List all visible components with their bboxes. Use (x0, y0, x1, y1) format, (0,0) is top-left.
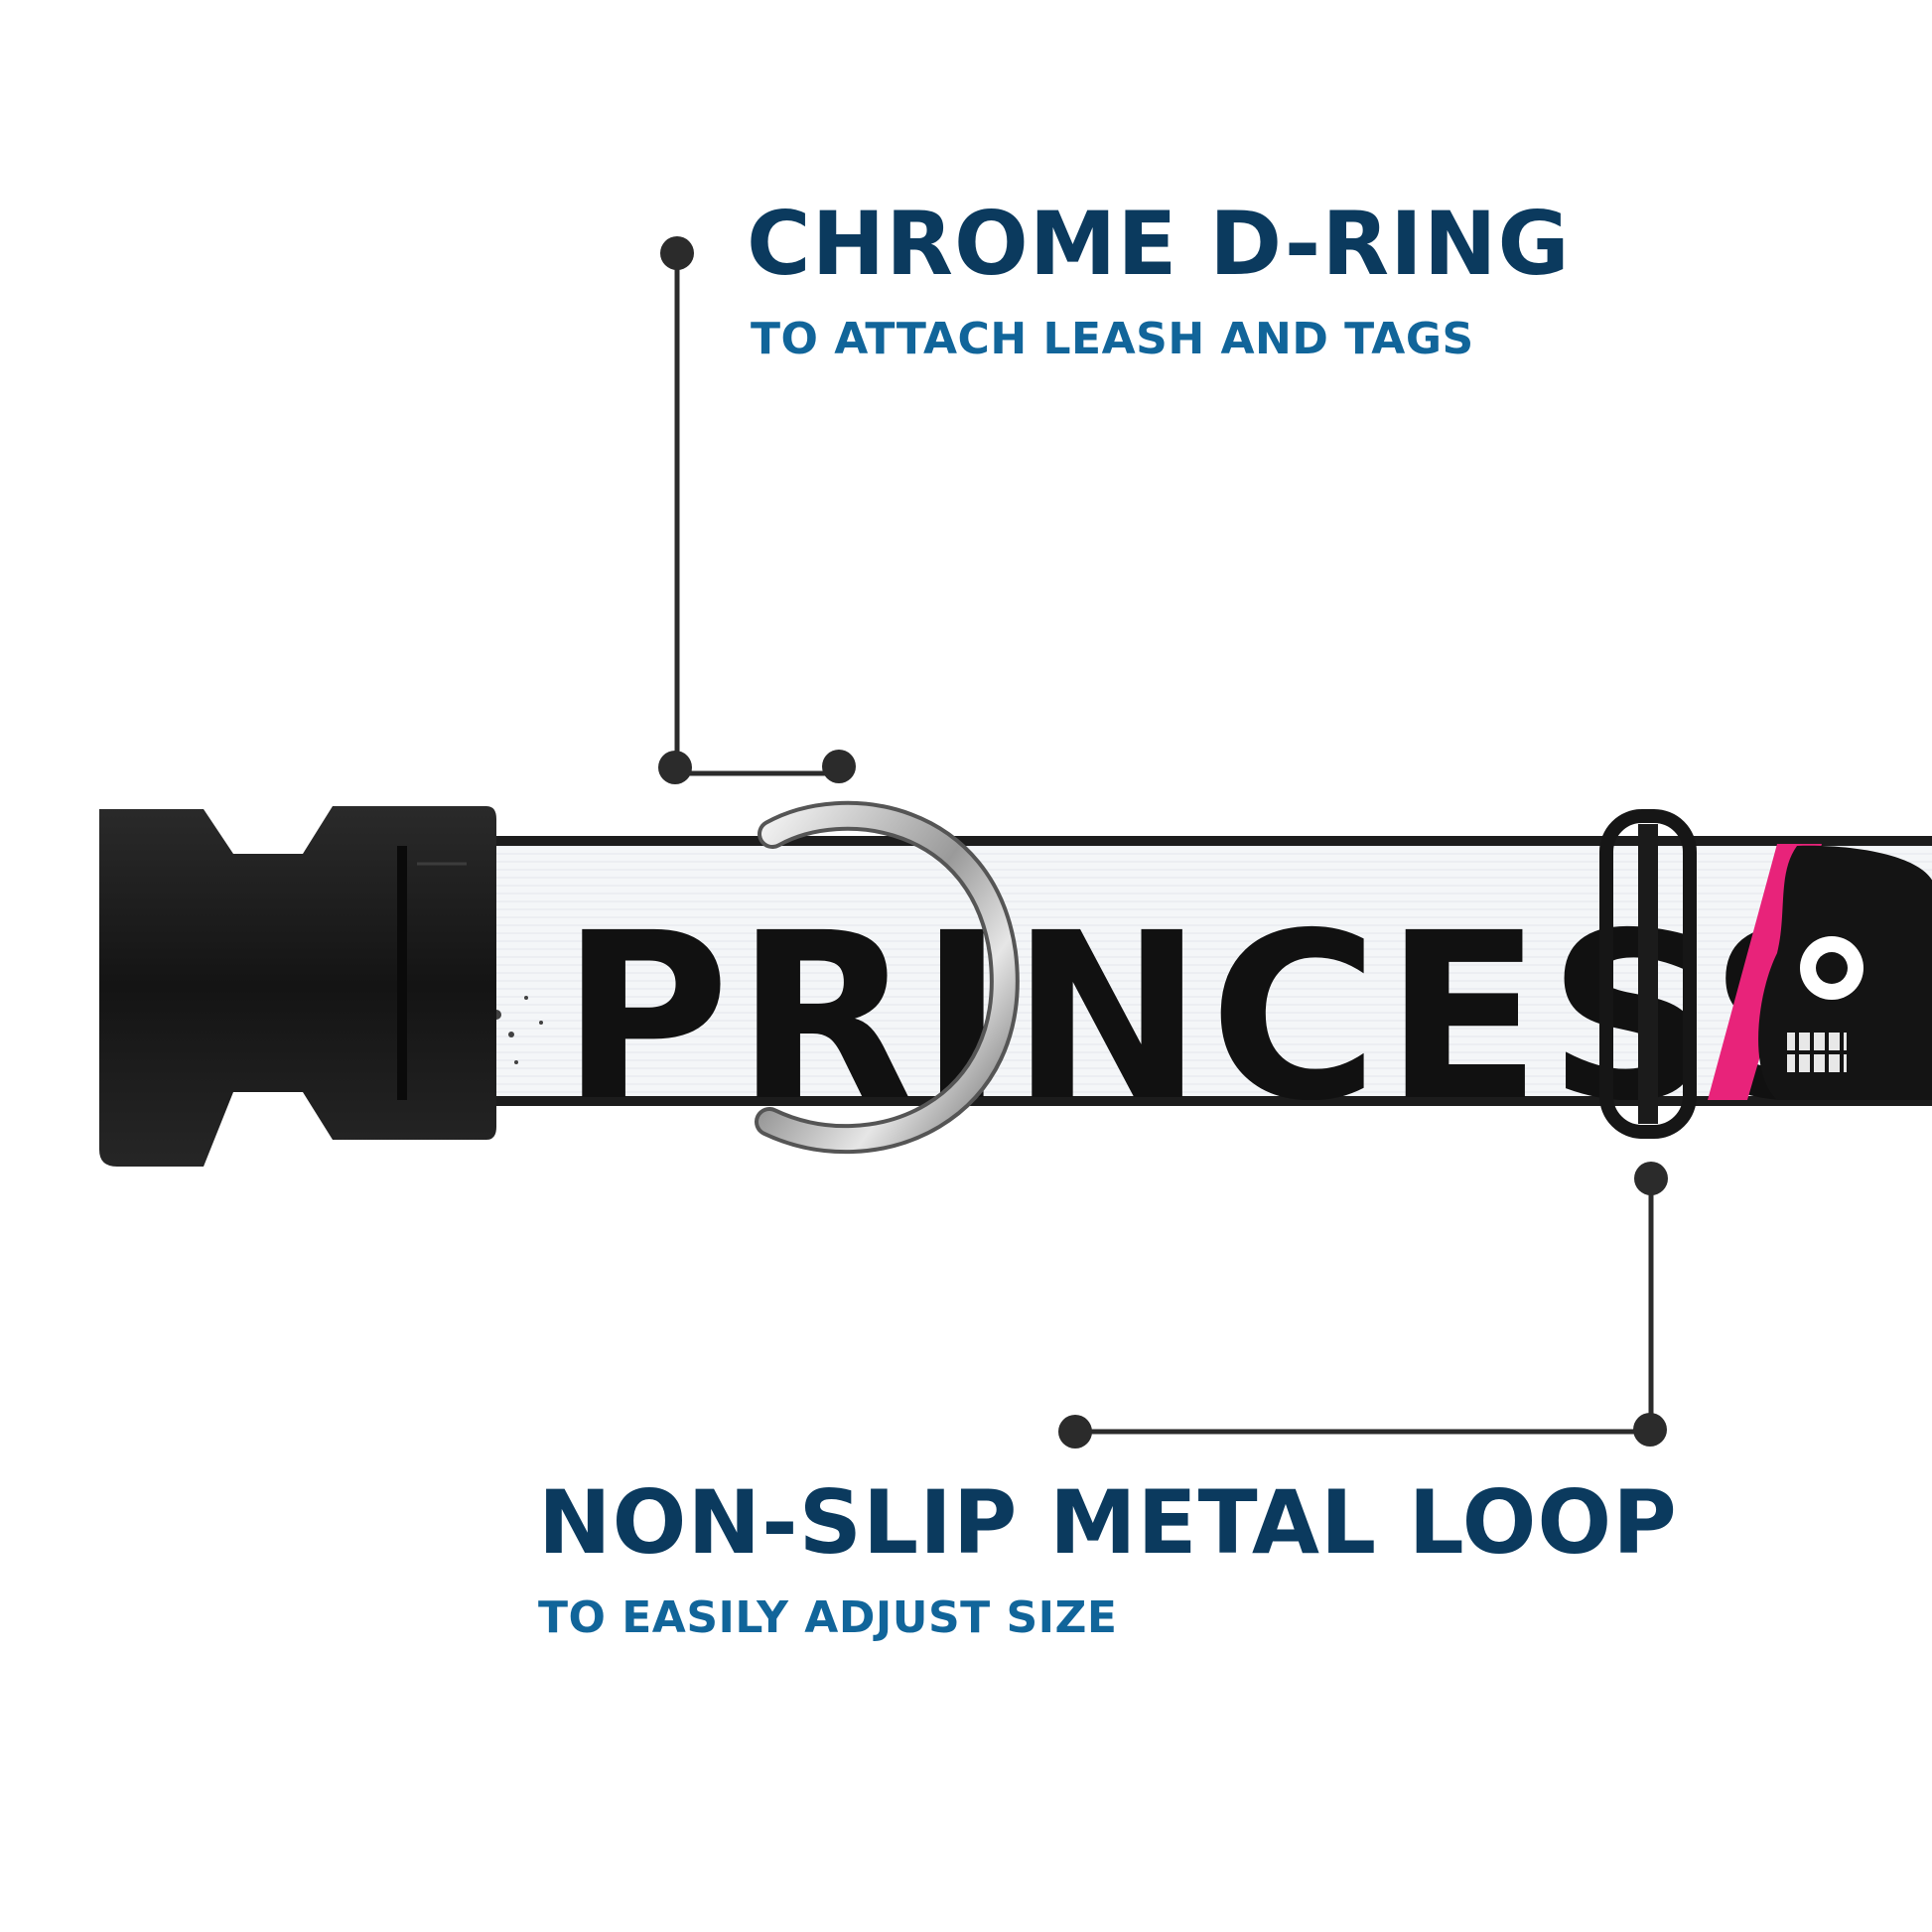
dring-callout-subtitle: TO ATTACH LEASH AND TAGS (751, 314, 1474, 364)
dring-callout-title: CHROME D-RING (747, 193, 1571, 295)
slide-loop-icon (1599, 809, 1697, 1139)
buckle-icon (99, 806, 496, 1167)
dring-leader-line (658, 236, 856, 784)
skull-icon (1708, 844, 1932, 1100)
d-ring-icon (755, 800, 1020, 1155)
loop-callout-title: NON-SLIP METAL LOOP (538, 1471, 1678, 1574)
collar-strap (407, 836, 1932, 1106)
loop-callout-subtitle: TO EASILY ADJUST SIZE (538, 1592, 1118, 1643)
loop-leader-line (1058, 1162, 1668, 1449)
